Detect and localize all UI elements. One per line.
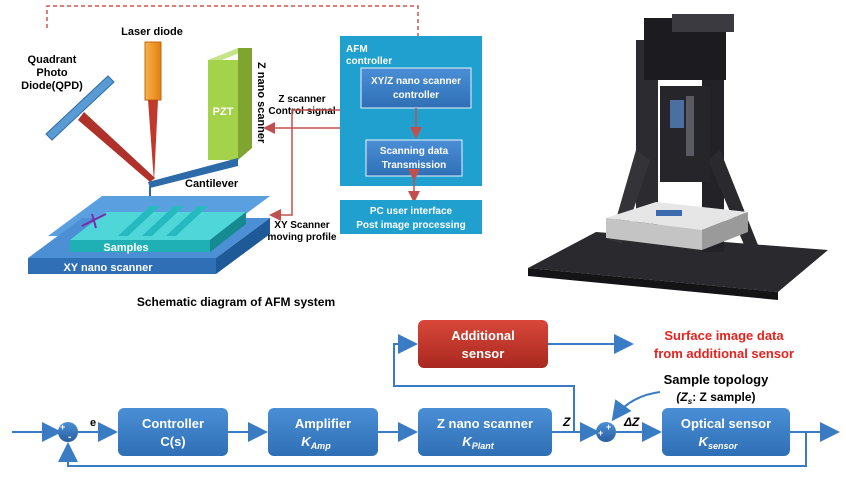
feedback-loop: [58, 432, 807, 467]
pzt-block-side: [238, 48, 252, 160]
controller-title: Controller: [142, 416, 204, 431]
xy-nano-scanner-label: XY nano scanner: [63, 262, 153, 274]
optical-sensor-title: Optical sensor: [681, 416, 771, 431]
z-control-signal-label-1: Z scanner: [278, 94, 325, 105]
additional-sensor-text-1: Additional: [451, 328, 515, 343]
photo-optics-block: [660, 86, 710, 182]
xyz-controller-box: [360, 67, 472, 109]
surface-image-text-1: Surface image data: [664, 328, 784, 343]
photo-sample-holder: [656, 210, 682, 216]
controller-sub: C(s): [160, 434, 185, 449]
surface-image-text-2: from additional sensor: [654, 346, 794, 361]
photo-base-edge: [528, 268, 778, 300]
scan-data-box: [365, 139, 463, 177]
qpd-label-line1: Quadrant: [28, 54, 77, 66]
z-scanner-gain: KPlant: [462, 434, 494, 451]
photo-top-plate: [672, 14, 734, 32]
z-control-signal-label-2: Control signal: [268, 106, 335, 117]
sum2-plus-sign-1: +: [598, 428, 603, 438]
xy-stage-front: [28, 258, 216, 274]
sample-ridge-2: [142, 206, 184, 236]
sum1-minus-sign: -: [68, 432, 71, 443]
additional-sensor-block: [418, 320, 548, 368]
sample-ridge-1: [118, 206, 160, 236]
sample-topology-label: Sample topology: [664, 372, 770, 387]
sample-ridge-3: [166, 206, 208, 236]
optical-sensor-gain: Ksensor: [699, 434, 738, 451]
xyz-controller-text-2: controller: [393, 90, 439, 101]
xy-moving-profile-label-2: moving profile: [268, 232, 337, 243]
controller-block: [118, 408, 228, 456]
afm-schematic: Quadrant Photo Diode(QPD) Laser diode PZ…: [21, 5, 482, 309]
photo-left-column: [636, 40, 658, 240]
summing-junction-1: [58, 422, 78, 442]
pc-interface-text-2: Post image processing: [356, 220, 465, 231]
xyz-controller-text-1: XY/Z nano scanner: [371, 76, 461, 87]
schematic-caption: Schematic diagram of AFM system: [137, 295, 335, 309]
xy-moving-profile-label-1: XY Scanner: [274, 220, 330, 231]
amplifier-block: [268, 408, 378, 456]
scan-data-text-1: Scanning data: [380, 146, 449, 157]
qpd-label-line3: Diode(QPD): [21, 80, 83, 92]
qpd-label-line2: Photo: [36, 67, 67, 79]
scan-direction-y: [91, 213, 97, 229]
pc-interface-text-1: PC user interface: [370, 206, 453, 217]
laser-beam-down: [148, 100, 158, 182]
photo-sensor-cable: [686, 96, 694, 156]
sample-topology-arrow: [611, 391, 661, 422]
pzt-block: [208, 60, 238, 160]
z-scanner-block: [418, 408, 552, 456]
pc-interface-box: [340, 200, 482, 234]
afm-controller-label-2: controller: [346, 56, 392, 67]
laser-beam-reflect: [78, 112, 155, 182]
z-scanner-title: Z nano scanner: [437, 416, 533, 431]
photo-stage-side: [702, 212, 748, 250]
branch-to-additional-sensor: [393, 334, 575, 432]
qpd-detector: [45, 75, 115, 141]
laser-diode-label: Laser diode: [121, 26, 183, 38]
additional-sensor-text-2: sensor: [462, 346, 505, 361]
pzt-label: PZT: [213, 106, 234, 118]
control-block-diagram: + - e Controller C(s) Amplifier KAmp Z n…: [12, 320, 840, 467]
cantilever-holder: [148, 158, 238, 188]
sample-front: [70, 240, 210, 252]
scan-data-text-2: Transmission: [382, 160, 446, 171]
samples-label: Samples: [103, 242, 148, 254]
zs-sample-label: (Zs: Z sample): [676, 390, 755, 406]
photo-stage-front: [606, 218, 702, 250]
z-nano-scanner-label: Z nano scanner: [255, 62, 267, 144]
afm-controller-label-1: AFM: [346, 44, 368, 55]
sample-side: [210, 212, 246, 252]
laser-diode: [144, 41, 162, 101]
xy-moving-profile-arrow: [269, 109, 360, 221]
optical-sensor-block: [662, 408, 790, 456]
z-signal-label: Z: [562, 415, 571, 429]
sum1-plus-sign: +: [60, 422, 65, 432]
amplifier-title: Amplifier: [295, 416, 351, 431]
sum2-plus-sign-2: +: [606, 422, 611, 432]
xy-stage-side: [216, 218, 270, 274]
photo-sensor-window: [670, 100, 684, 128]
delta-z-label: ΔZ: [623, 415, 640, 429]
amplifier-gain: KAmp: [301, 434, 331, 451]
error-signal-label: e: [90, 417, 96, 429]
afm-instrument-photo: [528, 14, 828, 300]
summing-junction-2: [596, 422, 616, 442]
cantilever-label: Cantilever: [185, 178, 239, 190]
